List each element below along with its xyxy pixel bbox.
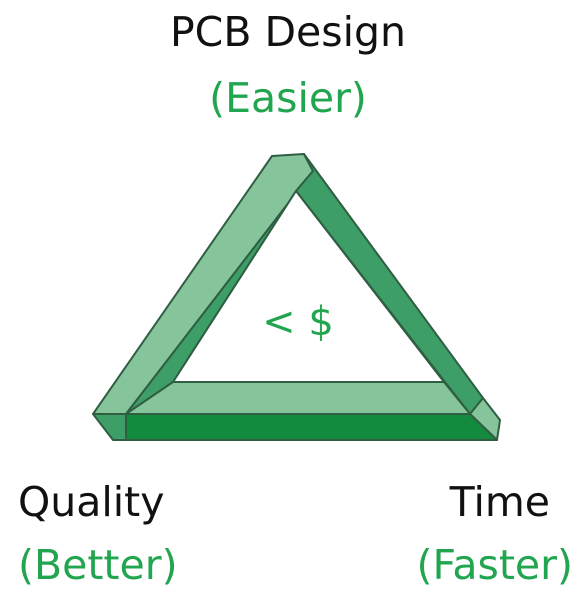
- bottom-bar-top-face: [125, 381, 471, 415]
- center-cost-label: < $: [262, 299, 334, 345]
- right-subtitle: (Faster): [416, 541, 573, 589]
- right-title: Time: [449, 478, 550, 526]
- left-title: Quality: [18, 478, 165, 526]
- bottom-bar-left-end-face: [92, 413, 127, 441]
- left-subtitle: (Better): [18, 541, 178, 589]
- top-title: PCB Design: [169, 8, 407, 56]
- triangle-inner-opening: [172, 190, 445, 383]
- top-subtitle: (Easier): [209, 74, 367, 122]
- impossible-triangle-icon: [92, 153, 501, 441]
- bottom-bar-front-face: [92, 413, 498, 441]
